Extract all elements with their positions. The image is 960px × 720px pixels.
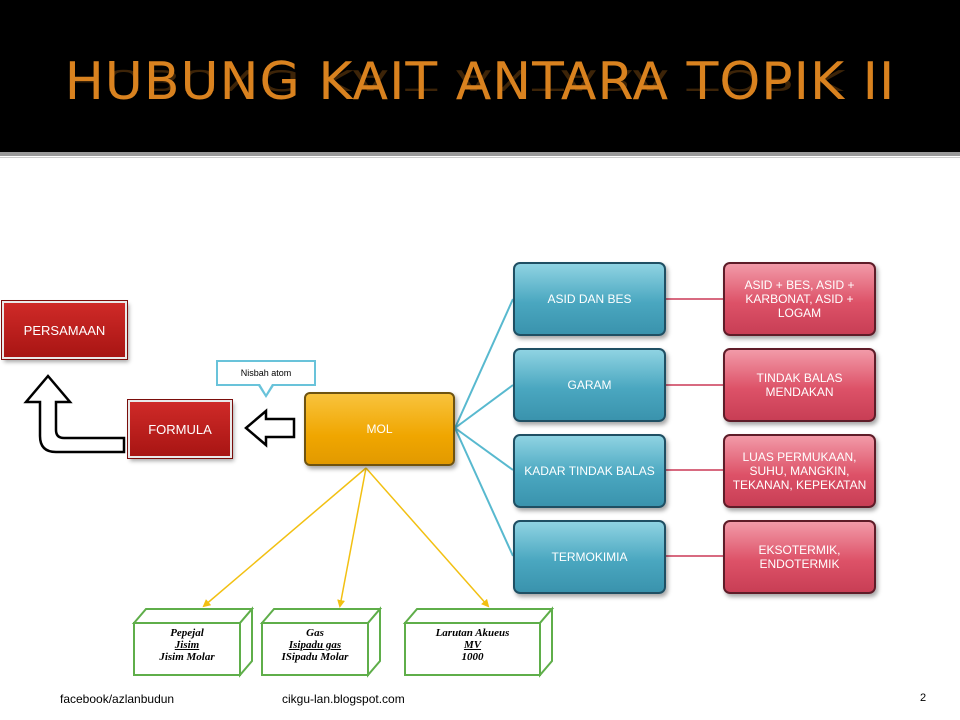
topic-garam: GARAM [513,348,666,422]
detail-termokimia: EKSOTERMIK, ENDOTERMIK [723,520,876,594]
connector-mol-asid [454,298,514,429]
cube-gas-text: Gas Isipadu gas ISipadu Molar [262,627,368,663]
footer-facebook: facebook/azlanbudun [60,692,175,706]
detail-label: EKSOTERMIK, ENDOTERMIK [758,543,841,571]
cube-larutan [402,606,555,678]
uturn-arrow-icon [23,374,126,454]
arrow-mol-pepejal [202,467,367,608]
title-divider-thin [0,157,960,158]
nisbah-atom-callout: Nisbah atom [216,360,316,386]
callout-tail-inner [260,384,272,394]
topic-label: TERMOKIMIA [551,550,628,564]
cube-line1: Gas [306,627,324,639]
title-divider [0,152,960,156]
callout-label: Nisbah atom [240,368,292,378]
mol-label: MOL [366,422,393,436]
topic-asid-dan-bes: ASID DAN BES [513,262,666,336]
persamaan-box: PERSAMAAN [1,300,128,360]
topic-kadar-tindak-balas: KADAR TINDAK BALAS [513,434,666,508]
topic-label: GARAM [567,378,612,392]
connector-mol-termokimia [454,427,514,557]
connector-mol-kadar [454,427,514,471]
topic-label: ASID DAN BES [547,292,632,306]
cube-line2: MV [463,639,482,651]
cube-line1: Larutan Akueus [435,627,510,639]
left-arrow-icon [244,408,296,448]
cube-line3: ISipadu Molar [281,651,349,663]
formula-box: FORMULA [127,399,233,459]
arrow-mol-larutan [365,467,490,608]
topic-termokimia: TERMOKIMIA [513,520,666,594]
cube-gas [259,606,383,678]
detail-label: ASID + BES, ASID + KARBONAT, ASID + LOGA… [744,278,855,320]
cube-pepejal [131,606,255,678]
detail-asid-dan-bes: ASID + BES, ASID + KARBONAT, ASID + LOGA… [723,262,876,336]
cube-larutan-text: Larutan Akueus MV 1000 [405,627,540,663]
detail-garam: TINDAK BALAS MENDAKAN [723,348,876,422]
cube-line1: Pepejal [170,627,204,639]
connector-mol-garam [454,384,514,429]
cube-line3: 1000 [461,651,484,663]
cube-line2: Isipadu gas [288,639,342,651]
persamaan-label: PERSAMAAN [23,322,106,338]
arrow-mol-gas [337,467,367,608]
mol-box: MOL [304,392,455,466]
title-bar [0,0,960,152]
detail-kadar-tindak-balas: LUAS PERMUKAAN, SUHU, MANGKIN, TEKANAN, … [723,434,876,508]
formula-label: FORMULA [148,421,212,437]
detail-label: TINDAK BALAS MENDAKAN [756,371,843,399]
detail-label: LUAS PERMUKAAN, SUHU, MANGKIN, TEKANAN, … [732,450,867,492]
footer-blog: cikgu-lan.blogspot.com [282,692,405,706]
cube-pepejal-text: Pepejal Jisim Jisim Molar [134,627,240,663]
topic-label: KADAR TINDAK BALAS [524,464,655,478]
cube-line3: Jisim Molar [159,651,215,663]
slide-title: HUBUNG KAIT ANTARA TOPIK II [64,52,896,112]
page-number: 2 [920,692,927,704]
cube-line2: Jisim [174,639,200,651]
